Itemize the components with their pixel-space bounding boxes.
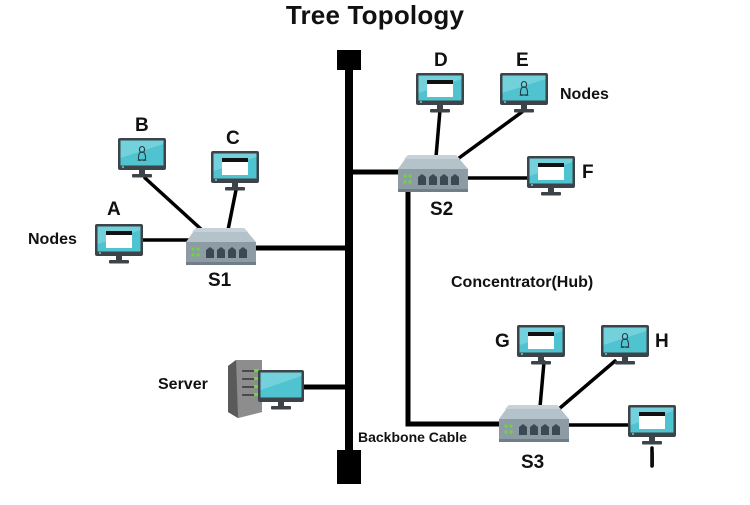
link-s2-s3 xyxy=(405,189,505,427)
node-links xyxy=(140,108,654,468)
node-label-a: A xyxy=(107,199,121,220)
nodes-label-left: Nodes xyxy=(28,231,77,248)
node-d xyxy=(416,73,464,113)
node-b xyxy=(118,138,166,178)
node-label-h: H xyxy=(655,331,669,352)
node-h xyxy=(601,325,649,365)
backbone-cable xyxy=(337,50,361,484)
node-label-g: G xyxy=(495,331,510,352)
trunk-links xyxy=(252,169,505,427)
hub-caption: Concentrator(Hub) xyxy=(451,274,594,291)
node-i xyxy=(628,405,676,445)
node-a xyxy=(95,224,143,264)
hub-s2 xyxy=(398,155,468,192)
node-label-c: C xyxy=(226,128,240,149)
hub-label-s3: S3 xyxy=(521,452,545,473)
window-icon xyxy=(222,158,248,175)
node-f xyxy=(527,156,575,196)
link-b-s1 xyxy=(143,176,204,232)
hub-s1 xyxy=(186,228,256,265)
node-label-i: I xyxy=(650,450,656,471)
node-label-d: D xyxy=(434,50,448,71)
node-g xyxy=(517,325,565,365)
link-d-s2 xyxy=(434,108,442,159)
link-c-s1 xyxy=(226,188,238,232)
nodes-label-right: Nodes xyxy=(560,86,609,103)
node-c xyxy=(211,151,259,191)
link-g-s3 xyxy=(538,360,546,409)
server-icon xyxy=(228,360,304,418)
page-title: Tree Topology xyxy=(285,0,465,30)
node-label-f: F xyxy=(582,162,594,183)
backbone-label: Backbone Cable xyxy=(358,429,467,445)
hub-label-s2: S2 xyxy=(430,199,454,220)
window-icon xyxy=(528,332,554,349)
link-h-s3 xyxy=(558,359,617,410)
hub-label-s1: S1 xyxy=(208,270,232,291)
node-label-b: B xyxy=(135,115,149,136)
node-label-e: E xyxy=(516,50,529,71)
node-e xyxy=(500,73,548,113)
backbone-terminator-top xyxy=(337,50,361,70)
window-icon xyxy=(639,412,665,429)
server-label: Server xyxy=(158,376,208,393)
backbone-terminator-bottom xyxy=(337,450,361,484)
window-icon xyxy=(427,80,453,97)
window-icon xyxy=(538,163,564,180)
link-e-s2 xyxy=(457,110,524,160)
hub-s3 xyxy=(499,405,569,442)
window-icon xyxy=(106,231,132,248)
